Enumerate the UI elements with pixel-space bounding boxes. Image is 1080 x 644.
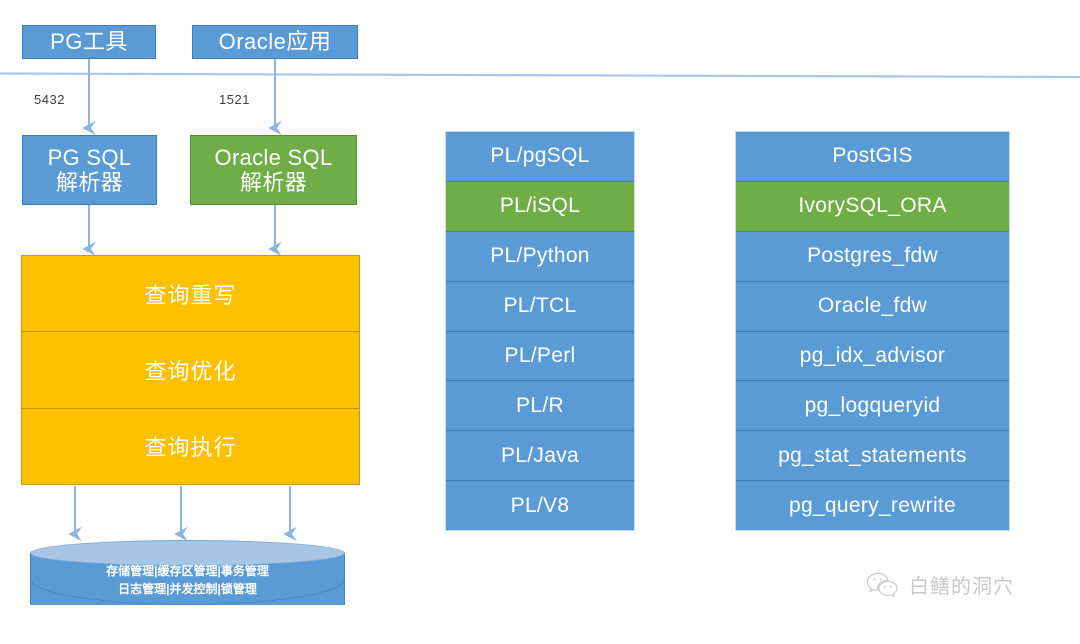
list-item[interactable]: pg_query_rewrite <box>736 481 1009 530</box>
list-item[interactable]: Oracle_fdw <box>736 281 1009 332</box>
list-item[interactable]: pg_stat_statements <box>736 431 1009 482</box>
engine-row-query-optimize[interactable]: 查询优化 <box>22 332 359 409</box>
list-item[interactable]: PL/TCL <box>446 281 634 332</box>
port-label-pg: 5432 <box>34 92 65 107</box>
extension-item-label: pg_logqueryid <box>804 393 941 417</box>
list-item[interactable]: pg_logqueryid <box>736 381 1009 432</box>
list-item[interactable]: pg_idx_advisor <box>736 331 1009 382</box>
node-oracle-app[interactable]: Oracle应用 <box>192 25 358 59</box>
node-storage-engine-label: 存储管理|缓存区管理|事务管理 日志管理|并发控制|锁管理 <box>106 564 269 596</box>
engine-row-query-execute[interactable]: 查询执行 <box>22 409 359 484</box>
network-boundary-line <box>0 72 1080 79</box>
pl-item-label: PL/pgSQL <box>490 144 590 168</box>
node-oracle-sql-parser-label: Oracle SQL 解析器 <box>214 144 333 195</box>
node-oracle-app-label: Oracle应用 <box>218 29 332 55</box>
list-item[interactable]: PL/pgSQL <box>446 132 634 182</box>
node-pg-tool-label: PG工具 <box>50 29 128 55</box>
pl-item-label: PL/Java <box>501 443 579 467</box>
list-item[interactable]: PL/R <box>446 381 634 432</box>
engine-row-query-execute-label: 查询执行 <box>144 435 237 461</box>
list-item[interactable]: PostGIS <box>736 132 1009 182</box>
procedural-language-list: PL/pgSQL PL/iSQL PL/Python PL/TCL PL/Per… <box>445 131 635 531</box>
list-item[interactable]: PL/iSQL <box>446 181 634 232</box>
extension-item-label: pg_query_rewrite <box>788 493 957 517</box>
port-label-oracle: 1521 <box>219 92 250 107</box>
pl-item-label: PL/iSQL <box>499 194 581 218</box>
node-storage-engine[interactable]: 存储管理|缓存区管理|事务管理 日志管理|并发控制|锁管理 <box>30 540 345 618</box>
pl-item-label: PL/Perl <box>504 343 576 367</box>
watermark-text: 白鳝的洞穴 <box>909 576 1014 598</box>
extension-item-label: pg_idx_advisor <box>799 343 946 367</box>
extension-item-label: Oracle_fdw <box>817 294 928 318</box>
cylinder-top-ellipse <box>30 540 345 566</box>
engine-row-query-rewrite-label: 查询重写 <box>144 282 237 308</box>
list-item[interactable]: Postgres_fdw <box>736 231 1009 282</box>
watermark: 白鳝的洞穴 <box>866 570 1014 599</box>
pl-item-label: PL/V8 <box>510 493 570 517</box>
extension-item-label: IvorySQL_ORA <box>798 194 947 218</box>
node-oracle-sql-parser[interactable]: Oracle SQL 解析器 <box>190 135 357 205</box>
engine-row-query-rewrite[interactable]: 查询重写 <box>22 256 359 333</box>
extension-item-label: PostGIS <box>832 144 913 168</box>
list-item[interactable]: IvorySQL_ORA <box>736 181 1009 232</box>
node-pg-tool[interactable]: PG工具 <box>22 25 156 59</box>
list-item[interactable]: PL/Java <box>446 431 634 482</box>
pl-item-label: PL/TCL <box>503 294 577 318</box>
wechat-icon <box>866 572 898 598</box>
list-item[interactable]: PL/Python <box>446 231 634 282</box>
list-item[interactable]: PL/V8 <box>446 481 634 530</box>
pl-item-label: PL/Python <box>490 244 590 268</box>
node-pg-sql-parser[interactable]: PG SQL 解析器 <box>22 135 157 205</box>
engine-stack: 查询重写 查询优化 查询执行 <box>21 255 360 485</box>
extension-item-label: pg_stat_statements <box>778 443 967 467</box>
pl-item-label: PL/R <box>516 393 564 417</box>
list-item[interactable]: PL/Perl <box>446 331 634 382</box>
extension-item-label: Postgres_fdw <box>807 244 938 268</box>
extension-list: PostGIS IvorySQL_ORA Postgres_fdw Oracle… <box>735 131 1010 531</box>
node-pg-sql-parser-label: PG SQL 解析器 <box>47 144 132 195</box>
engine-row-query-optimize-label: 查询优化 <box>144 358 237 384</box>
